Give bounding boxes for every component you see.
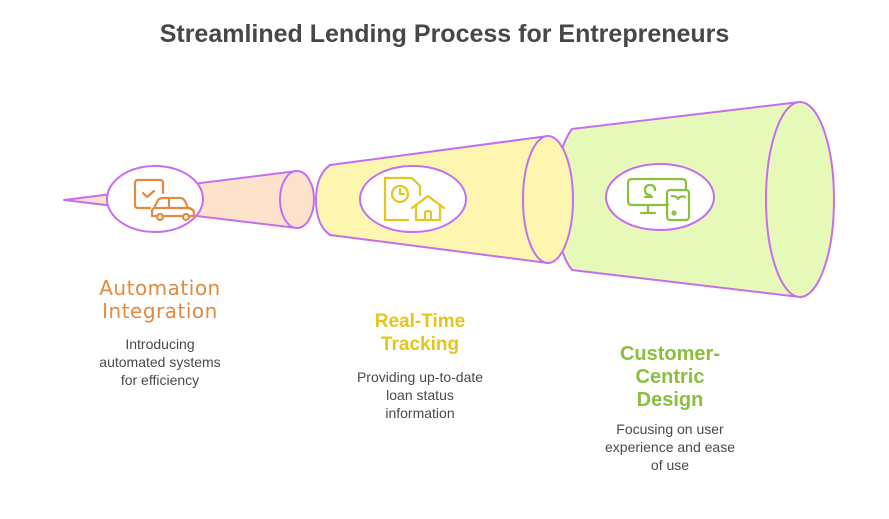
diagram-title: Streamlined Lending Process for Entrepre…: [159, 20, 730, 48]
stage-1-icon-badge: [106, 165, 204, 233]
stage-3-icon-badge: [605, 163, 715, 231]
stage-2-icon-badge: [359, 165, 467, 233]
stage-3-description: Focusing on user experience and ease of …: [605, 421, 735, 473]
stage-2-description: Providing up-to-date loan status informa…: [356, 369, 484, 421]
checklist-car-icon: [133, 178, 196, 222]
monitor-tablet-icon: [626, 177, 691, 222]
stage-3-title: Customer- Centric Design: [619, 343, 720, 411]
stage-1-description: Introducing automated systems for effici…: [99, 336, 221, 388]
document-clock-house-icon: [383, 176, 446, 222]
stage-1-title: Automation Integration: [99, 276, 221, 323]
stage-2-title: Real-Time Tracking: [374, 311, 466, 355]
